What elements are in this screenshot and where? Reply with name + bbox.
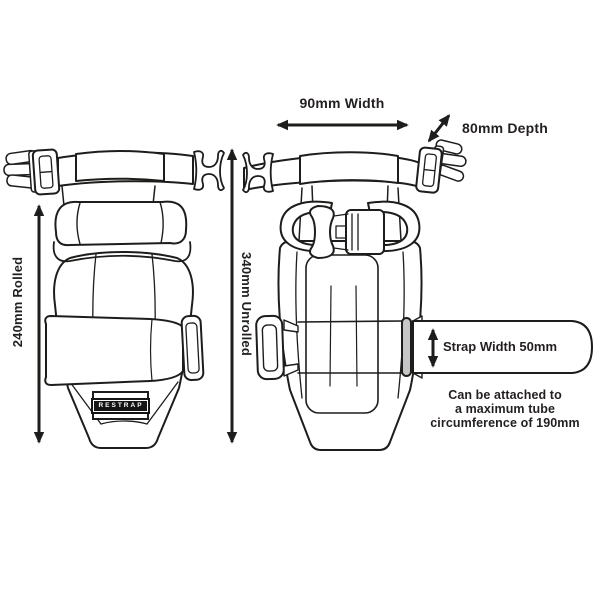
strap-loop-left-bag bbox=[180, 314, 205, 382]
roll-top-buckle bbox=[309, 205, 385, 259]
clip-buckle-left-bag bbox=[193, 149, 225, 192]
ladderlock-buckle-left bbox=[3, 148, 61, 196]
strap-ring bbox=[255, 314, 285, 381]
strap-slider-bar bbox=[401, 317, 412, 377]
brand-label-plate: RESTRAP bbox=[91, 397, 150, 414]
brand-label: RESTRAP bbox=[91, 391, 150, 420]
depth-dimension-label: 80mm Depth bbox=[462, 120, 549, 136]
unrolled-height-dimension-label: 340mm Unrolled bbox=[239, 252, 254, 356]
seat-tube-strap bbox=[412, 320, 593, 374]
width-dimension-label: 90mm Width bbox=[299, 95, 385, 111]
depth-dimension-arrow bbox=[427, 114, 451, 143]
rolled-bag-drawing bbox=[3, 148, 225, 449]
clip-buckle-right-bag bbox=[242, 151, 274, 194]
rolled-height-dimension-label: 240mm Rolled bbox=[10, 256, 25, 348]
attachment-note: Can be attached to a maximum tube circum… bbox=[430, 388, 580, 430]
unrolled-bag-drawing bbox=[242, 139, 593, 451]
strap-width-dimension-label: Strap Width 50mm bbox=[443, 339, 558, 354]
ladderlock-buckle-right bbox=[415, 139, 467, 194]
brand-label-text: RESTRAP bbox=[93, 399, 148, 412]
